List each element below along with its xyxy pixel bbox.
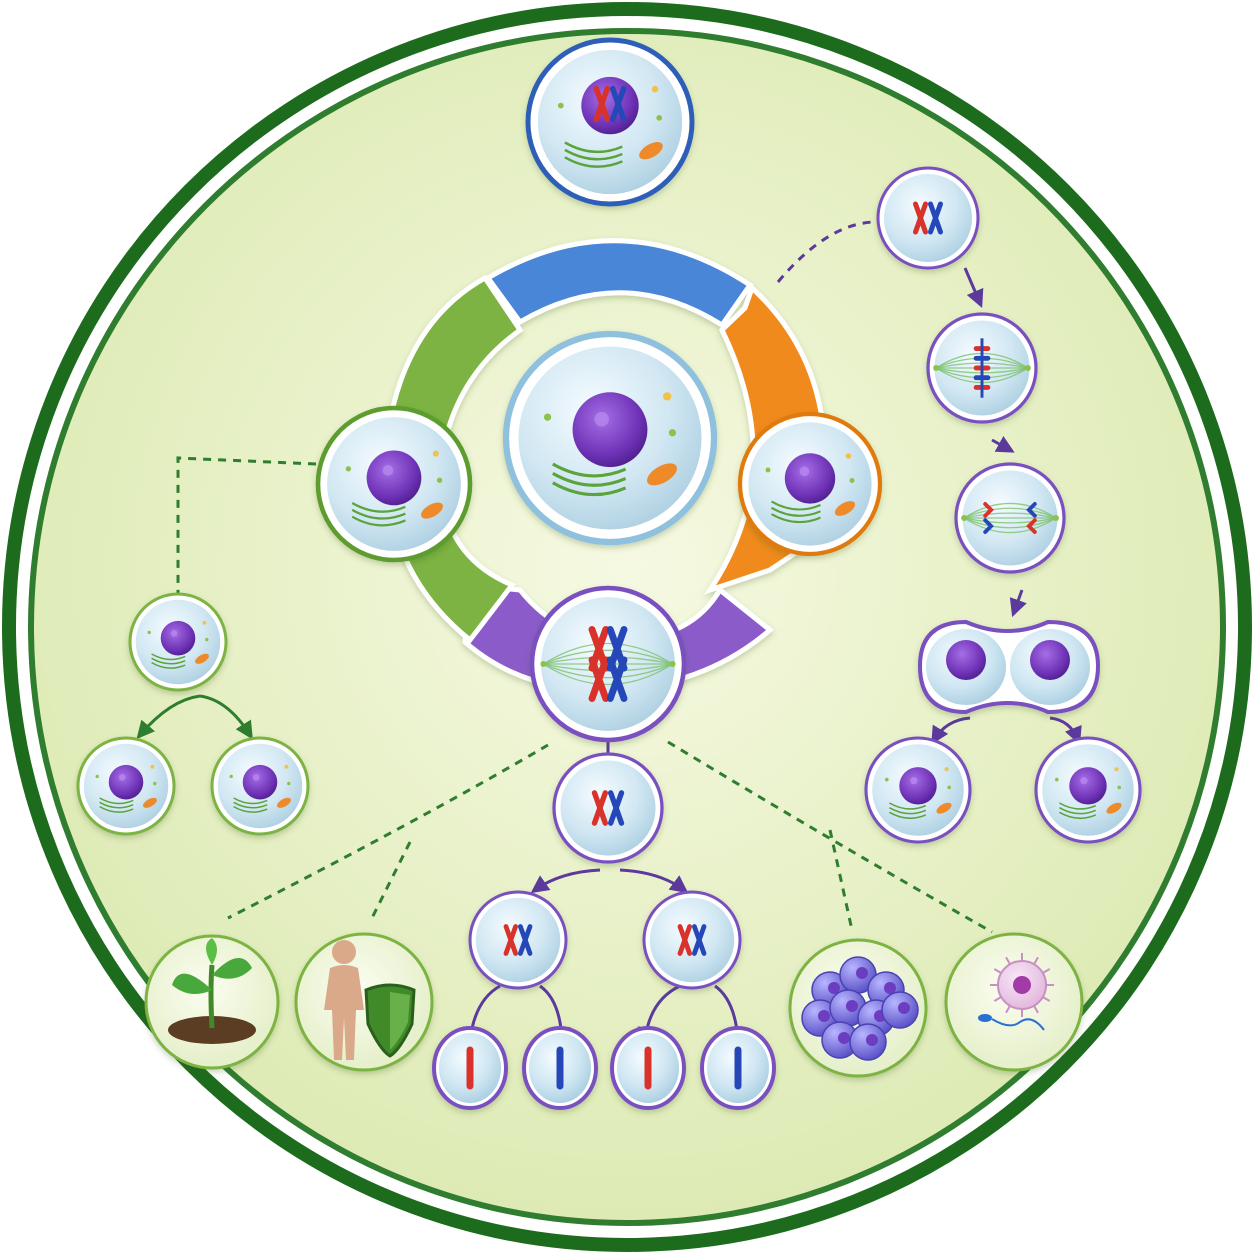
metaphase-cell-icon xyxy=(926,312,1038,424)
human-figure-with-shield-icon xyxy=(294,932,434,1072)
prophase-cell-icon xyxy=(525,37,695,207)
daughter-cell-icon xyxy=(864,736,972,844)
egg-and-sperm-icon xyxy=(944,932,1084,1072)
arrow-connector xyxy=(1049,716,1082,746)
tumor-cell-cluster-icon xyxy=(788,938,928,1078)
interphase-cell-icon xyxy=(502,330,718,546)
prophase-cell-icon xyxy=(876,166,980,270)
anaphase-cell-icon xyxy=(954,462,1066,574)
arrow-connector xyxy=(963,267,984,308)
dashed-connector-green xyxy=(176,456,317,600)
gamete-cell-icon xyxy=(522,1026,598,1110)
arrow-connector xyxy=(199,694,253,740)
daughter-cell-icon xyxy=(128,592,228,692)
gamete-cell-icon xyxy=(432,1026,508,1110)
telophase-cell-icon xyxy=(917,619,1101,715)
interphase-cell-icon xyxy=(315,405,473,563)
gamete-cell-icon xyxy=(700,1026,776,1110)
meiosis-cell-icon xyxy=(468,890,568,990)
interphase-cell-icon xyxy=(737,411,883,557)
dashed-connector-green xyxy=(667,740,993,934)
arrow-connector xyxy=(619,868,689,894)
daughter-cell-icon xyxy=(1034,736,1142,844)
arrow-connector xyxy=(136,694,201,740)
connector-lines xyxy=(136,220,1082,1046)
dashed-connector-green xyxy=(828,829,854,931)
daughter-cell-icon xyxy=(76,736,176,836)
daughter-cell-icon xyxy=(210,736,310,836)
sprouting-plant-icon xyxy=(144,934,280,1070)
meiosis-cell-icon xyxy=(642,890,742,990)
dashed-connector-purple xyxy=(776,220,881,283)
dashed-connector-green xyxy=(227,743,549,920)
arrow-connector xyxy=(1009,589,1027,618)
egg-cell xyxy=(990,953,1054,1017)
arrow-connector xyxy=(530,868,601,894)
arrow-connector xyxy=(931,716,971,745)
tumor-cells xyxy=(801,956,919,1061)
arrow-connector xyxy=(991,436,1015,453)
meiosis-cell-icon xyxy=(552,752,664,864)
cycle-arc-blue xyxy=(484,238,754,329)
cells-layer xyxy=(76,37,1142,1110)
gamete-cell-icon xyxy=(610,1026,686,1110)
metaphase-cell-icon xyxy=(529,585,687,743)
